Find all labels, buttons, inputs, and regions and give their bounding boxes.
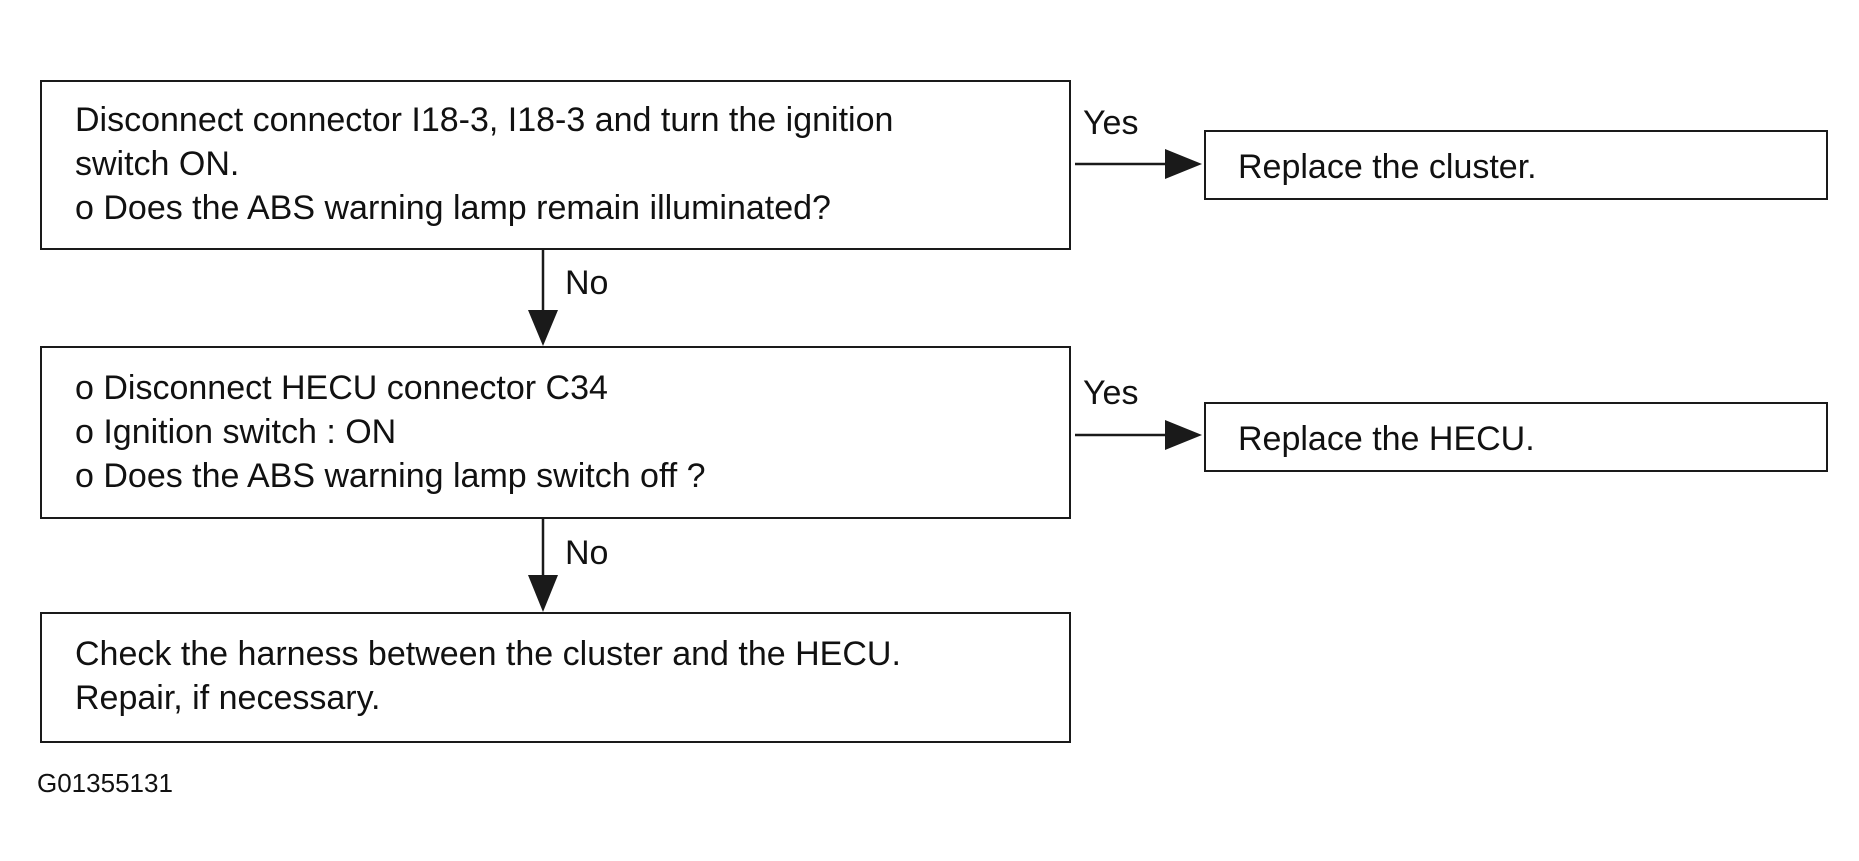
step2-line-2: o Ignition switch : ON — [75, 413, 397, 451]
step3-line-1: Check the harness between the cluster an… — [75, 635, 901, 673]
result1-box: Replace the cluster. — [1204, 130, 1828, 200]
result1-text: Replace the cluster. — [1238, 145, 1818, 189]
result2-line-1: Replace the HECU. — [1238, 420, 1535, 458]
step1-line-3: o Does the ABS warning lamp remain illum… — [75, 189, 831, 227]
edge-step2-result2-arrowhead — [1165, 420, 1202, 450]
edge-label-step1-yes: Yes — [1083, 104, 1139, 142]
step2-box: o Disconnect HECU connector C34 o Igniti… — [40, 346, 1071, 519]
step3-text: Check the harness between the cluster an… — [75, 632, 1061, 720]
step2-line-3: o Does the ABS warning lamp switch off ? — [75, 457, 706, 495]
edge-label-step2-yes: Yes — [1083, 374, 1139, 412]
step1-text: Disconnect connector I18-3, I18-3 and tu… — [75, 98, 1061, 230]
edge-step1-step2-arrowhead — [528, 310, 558, 346]
step1-box: Disconnect connector I18-3, I18-3 and tu… — [40, 80, 1071, 250]
edge-step1-result1-arrowhead — [1165, 149, 1202, 179]
step2-text: o Disconnect HECU connector C34 o Igniti… — [75, 366, 1061, 498]
edge-label-step1-no: No — [565, 264, 609, 302]
step2-line-1: o Disconnect HECU connector C34 — [75, 369, 608, 407]
edge-step2-step3-arrowhead — [528, 575, 558, 612]
step1-line-1: Disconnect connector I18-3, I18-3 and tu… — [75, 101, 894, 139]
result1-line-1: Replace the cluster. — [1238, 148, 1537, 186]
step3-line-2: Repair, if necessary. — [75, 679, 381, 717]
edge-label-step2-no: No — [565, 534, 609, 572]
result2-box: Replace the HECU. — [1204, 402, 1828, 472]
result2-text: Replace the HECU. — [1238, 417, 1818, 461]
step1-line-2: switch ON. — [75, 145, 240, 183]
step3-box: Check the harness between the cluster an… — [40, 612, 1071, 743]
figure-id: G01355131 — [37, 768, 173, 798]
